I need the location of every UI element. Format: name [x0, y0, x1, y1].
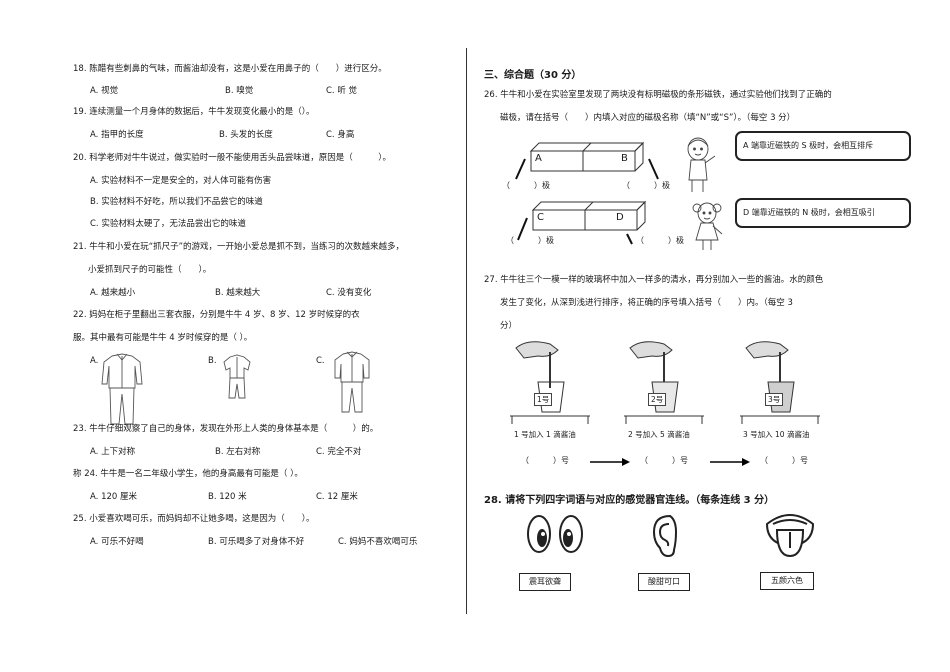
- q26-blank-4[interactable]: （ ）极: [636, 236, 684, 245]
- q20-stem: 20. 科学老师对牛牛说过，做实验时一般不能使用舌头品尝味道，原因是（ ）。: [73, 153, 391, 163]
- q24-option-b[interactable]: B. 120 米: [208, 492, 247, 502]
- q19-stem: 19. 连续测量一个月身体的数据后，牛牛发现变化最小的是（）。: [73, 107, 315, 117]
- q22-option-c[interactable]: C.: [316, 356, 325, 366]
- q25-option-b[interactable]: B. 可乐喝多了对身体不好: [208, 537, 305, 547]
- q26-blank-2[interactable]: （ ）极: [622, 181, 670, 190]
- q21-stem-line1: 21. 牛牛和小爱在玩“抓尺子”的游戏，一开始小爱总是抓不到，当练习的次数越来越…: [73, 242, 405, 252]
- q23-option-a[interactable]: A. 上下对称: [90, 447, 136, 457]
- q21-stem-line2: 小爱抓到尺子的可能性（ ）。: [88, 265, 212, 275]
- q22-stem-line1: 22. 妈妈在柜子里翻出三套衣服，分别是牛牛 4 岁、8 岁、12 岁时候穿的衣: [73, 310, 360, 320]
- q27-answer-2[interactable]: （ ）号: [640, 456, 688, 465]
- q21-option-a[interactable]: A. 越来越小: [90, 288, 136, 298]
- q21-option-b[interactable]: B. 越来越大: [215, 288, 261, 298]
- q25-option-c[interactable]: C. 妈妈不喜欢喝可乐: [338, 537, 418, 547]
- q18-option-b[interactable]: B. 嗅觉: [225, 86, 254, 96]
- boy-figure-image: [687, 137, 716, 192]
- q18-option-a[interactable]: A. 视觉: [90, 86, 119, 96]
- q25-stem: 25. 小爱喜欢喝可乐，而妈妈却不让她多喝，这是因为（ ）。: [73, 514, 315, 524]
- cup-3-label: 3号: [765, 393, 784, 406]
- magnet-ab-image: [515, 141, 659, 180]
- pole-label-c: C: [537, 212, 544, 223]
- dropper-cup-2-image: [624, 341, 704, 424]
- q26-blank-1[interactable]: （ ）极: [502, 181, 550, 190]
- dropper-cup-3-image: [740, 341, 820, 424]
- q24-option-c[interactable]: C. 12 厘米: [316, 492, 358, 502]
- dropper-cup-1-image: [510, 341, 590, 424]
- pole-label-d: D: [616, 212, 624, 223]
- q22-option-a[interactable]: A.: [90, 356, 99, 366]
- girl-figure-image: [692, 202, 723, 250]
- q27-stem-line1: 27. 牛牛往三个一模一样的玻璃杯中加入一样多的清水，再分别加入一些的酱油。水的…: [484, 275, 824, 285]
- speech-bubble-2: D 端靠近磁铁的 N 极时，会相互吸引: [735, 198, 911, 228]
- word-box-1[interactable]: 震耳欲聋: [519, 573, 571, 591]
- q24-stem: 称 24. 牛牛是一名二年级小学生，他的身高最有可能是（ ）。: [73, 469, 303, 479]
- q20-option-b[interactable]: B. 实验材料不好吃，所以我们不品尝它的味道: [90, 197, 263, 207]
- q19-option-a[interactable]: A. 指甲的长度: [90, 130, 144, 140]
- cup-2-caption: 2 号加入 5 滴酱油: [628, 430, 690, 439]
- outfit-small-image: [223, 354, 251, 399]
- section-title: 三、综合题（30 分）: [484, 70, 582, 81]
- q28-stem: 28. 请将下列四字词语与对应的感觉器官连线。（每条连线 3 分）: [484, 495, 775, 506]
- cup-1-label: 1号: [534, 393, 553, 406]
- q26-stem-line1: 26. 牛牛和小爱在实验室里发现了两块没有标明磁极的条形磁铁，通过实验他们找到了…: [484, 90, 832, 100]
- q23-option-c[interactable]: C. 完全不对: [316, 447, 362, 457]
- outfit-large-image: [101, 353, 143, 425]
- cup-1-caption: 1 号加入 1 滴酱油: [514, 430, 576, 439]
- q18-stem: 18. 陈醋有些刺鼻的气味，而酱油却没有，这是小爱在用鼻子的（ ）进行区分。: [73, 64, 387, 74]
- q27-stem-line3: 分）: [500, 321, 518, 331]
- q24-option-a[interactable]: A. 120 厘米: [90, 492, 137, 502]
- q22-stem-line2: 服。其中最有可能是牛牛 4 岁时候穿的是（ ）。: [73, 333, 253, 343]
- q19-option-b[interactable]: B. 头发的长度: [219, 130, 273, 140]
- pole-label-b: B: [621, 153, 628, 164]
- q20-option-a[interactable]: A. 实验材料不一定是安全的，对人体可能有伤害: [90, 176, 272, 186]
- column-divider: [466, 48, 467, 614]
- q19-option-c[interactable]: C. 身高: [326, 130, 355, 140]
- arrow-right-icon: [710, 458, 750, 466]
- q25-option-a[interactable]: A. 可乐不好喝: [90, 537, 144, 547]
- q26-stem-line2: 磁极，请在括号（ ）内填入对应的磁极名称（填“N”或“S”）。（每空 3 分）: [500, 113, 796, 123]
- q27-stem-line2: 发生了变化，从深到浅进行排序，将正确的序号填入括号（ ）内。（每空 3: [500, 298, 793, 308]
- eyes-icon: [527, 515, 583, 553]
- word-box-3[interactable]: 五颜六色: [760, 572, 814, 590]
- q27-answer-1[interactable]: （ ）号: [521, 456, 569, 465]
- speech-bubble-1: A 端靠近磁铁的 S 极时，会相互排斥: [735, 131, 911, 161]
- magnet-cd-image: [517, 200, 647, 245]
- pole-label-a: A: [535, 153, 542, 164]
- q27-answer-3[interactable]: （ ）号: [760, 456, 808, 465]
- mouth-tongue-icon: [765, 514, 815, 558]
- arrow-right-icon: [590, 458, 630, 466]
- q21-option-c[interactable]: C. 没有变化: [326, 288, 372, 298]
- ear-icon: [652, 514, 678, 558]
- q23-option-b[interactable]: B. 左右对称: [215, 447, 261, 457]
- cup-3-caption: 3 号加入 10 滴酱油: [743, 430, 810, 439]
- q26-blank-3[interactable]: （ ）极: [506, 236, 554, 245]
- word-box-2[interactable]: 酸甜可口: [638, 573, 690, 591]
- q20-option-c[interactable]: C. 实验材料太硬了，无法品尝出它的味道: [90, 219, 246, 229]
- q22-option-b[interactable]: B.: [208, 356, 217, 366]
- cup-2-label: 2号: [648, 393, 667, 406]
- q23-stem: 23. 牛牛仔细观察了自己的身体，发现在外形上人类的身体基本是（ ）的。: [73, 424, 379, 434]
- outfit-medium-image: [334, 351, 370, 413]
- q18-option-c[interactable]: C. 听 觉: [326, 86, 358, 96]
